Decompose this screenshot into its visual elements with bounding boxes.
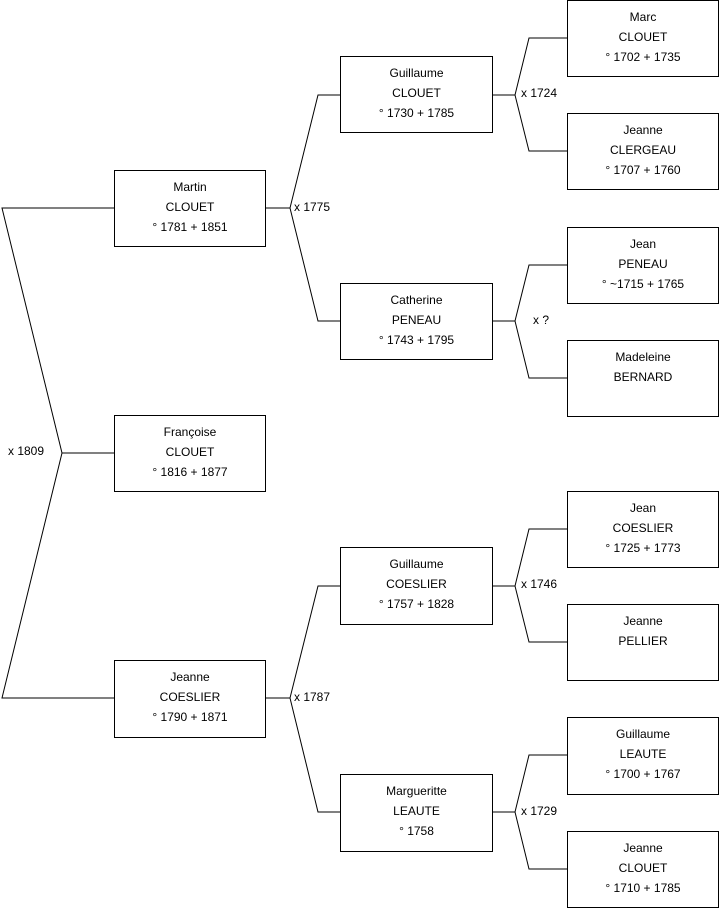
person-margueritte-leaute[interactable]: Margueritte LEAUTE ° 1758 xyxy=(340,774,493,852)
last-name: COESLIER xyxy=(612,521,674,535)
life-dates: ° ~1715 + 1765 xyxy=(601,277,685,291)
person-madeleine-bernard[interactable]: Madeleine BERNARD xyxy=(567,340,719,417)
person-martin-clouet[interactable]: Martin CLOUET ° 1781 + 1851 xyxy=(114,170,266,247)
first-name: Madeleine xyxy=(615,350,671,364)
last-name: COESLIER xyxy=(386,577,447,591)
last-name: PENEAU xyxy=(618,257,668,271)
marriage-label-unknown: x ? xyxy=(533,313,550,327)
person-guillaume-coeslier[interactable]: Guillaume COESLIER ° 1757 + 1828 xyxy=(340,547,493,625)
person-jeanne-pellier[interactable]: Jeanne PELLIER xyxy=(567,604,719,681)
marriage-label-1775: x 1775 xyxy=(294,200,331,214)
last-name: COESLIER xyxy=(159,690,221,704)
last-name: CLOUET xyxy=(618,30,668,44)
life-dates: ° 1730 + 1785 xyxy=(378,106,455,120)
first-name: Jeanne xyxy=(623,841,663,855)
person-jean-coeslier[interactable]: Jean COESLIER ° 1725 + 1773 xyxy=(567,491,719,568)
last-name: PELLIER xyxy=(618,634,668,648)
last-name: CLERGEAU xyxy=(609,143,677,157)
person-guillaume-clouet[interactable]: Guillaume CLOUET ° 1730 + 1785 xyxy=(340,56,493,133)
first-name: Jeanne xyxy=(170,670,210,684)
first-name: Margueritte xyxy=(386,784,447,798)
marriage-label-1746: x 1746 xyxy=(521,577,558,591)
life-dates: ° 1707 + 1760 xyxy=(605,163,681,177)
life-dates: ° 1700 + 1767 xyxy=(605,767,681,781)
person-guillaume-leaute[interactable]: Guillaume LEAUTE ° 1700 + 1767 xyxy=(567,717,719,795)
person-jeanne-coeslier[interactable]: Jeanne COESLIER ° 1790 + 1871 xyxy=(114,660,266,738)
person-jean-peneau[interactable]: Jean PENEAU ° ~1715 + 1765 xyxy=(567,227,719,304)
last-name: PENEAU xyxy=(391,313,442,327)
first-name: Françoise xyxy=(163,425,217,439)
first-name: Guillaume xyxy=(389,557,444,571)
person-francoise-clouet[interactable]: Françoise CLOUET ° 1816 + 1877 xyxy=(114,415,266,492)
person-catherine-peneau[interactable]: Catherine PENEAU ° 1743 + 1795 xyxy=(340,283,493,360)
marriage-label-1724: x 1724 xyxy=(521,86,558,100)
life-dates: ° 1725 + 1773 xyxy=(605,541,681,555)
life-dates: ° 1702 + 1735 xyxy=(605,50,681,64)
first-name: Guillaume xyxy=(389,66,444,80)
first-name: Jeanne xyxy=(623,123,663,137)
person-jeanne-clouet[interactable]: Jeanne CLOUET ° 1710 + 1785 xyxy=(567,831,719,908)
last-name: CLOUET xyxy=(618,861,668,875)
person-jeanne-clergeau[interactable]: Jeanne CLERGEAU ° 1707 + 1760 xyxy=(567,113,719,190)
marriage-label-1809: x 1809 xyxy=(8,444,45,458)
marriage-label-1787: x 1787 xyxy=(294,690,331,704)
life-dates: ° 1743 + 1795 xyxy=(378,333,455,347)
first-name: Martin xyxy=(173,180,207,194)
first-name: Catherine xyxy=(390,293,443,307)
life-dates: ° 1790 + 1871 xyxy=(152,710,228,724)
last-name: CLOUET xyxy=(165,445,215,459)
person-marc-clouet[interactable]: Marc CLOUET ° 1702 + 1735 xyxy=(567,0,719,77)
first-name: Jean xyxy=(629,237,657,251)
life-dates: ° 1757 + 1828 xyxy=(378,597,455,611)
last-name: CLOUET xyxy=(165,200,215,214)
first-name: Marc xyxy=(629,10,657,24)
life-dates: ° 1781 + 1851 xyxy=(152,220,228,234)
marriage-label-1729: x 1729 xyxy=(521,804,558,818)
life-dates: ° 1758 xyxy=(399,824,434,838)
first-name: Jean xyxy=(629,501,657,515)
first-name: Guillaume xyxy=(615,727,671,741)
life-dates: ° 1816 + 1877 xyxy=(152,465,228,479)
life-dates: ° 1710 + 1785 xyxy=(605,881,681,895)
last-name: BERNARD xyxy=(613,370,673,384)
last-name: LEAUTE xyxy=(393,804,440,818)
first-name: Jeanne xyxy=(623,614,663,628)
last-name: LEAUTE xyxy=(619,747,667,761)
last-name: CLOUET xyxy=(392,86,441,100)
